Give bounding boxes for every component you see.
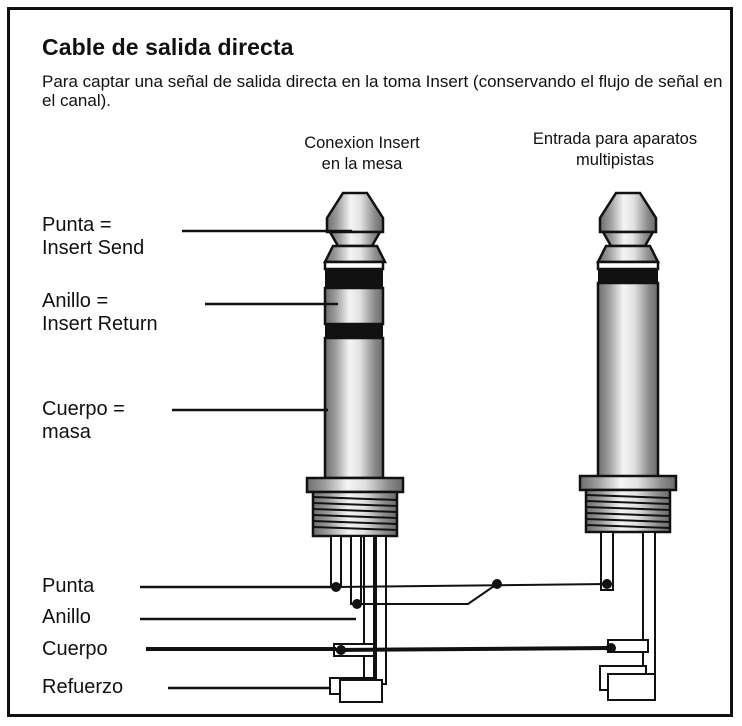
tip-label: Punta = Insert Send — [42, 214, 144, 260]
tip-label-line1: Punta = — [42, 214, 112, 236]
left-plug-sleeve — [323, 336, 385, 480]
left-plug-tip-neck — [327, 230, 383, 248]
wire-tip-to-tip — [335, 583, 608, 588]
right-ts-plug — [578, 191, 678, 701]
left-plug-insulator-2 — [325, 324, 383, 338]
right-plug-collar — [578, 474, 678, 492]
diagram-subtitle: Para captar una señal de salida directa … — [42, 72, 723, 110]
left-trs-plug — [305, 191, 405, 703]
sleeve-label: Cuerpo = masa — [42, 398, 125, 444]
solder-right-tip — [602, 579, 612, 589]
wiring — [335, 583, 612, 652]
solder-left-ring — [352, 599, 362, 609]
leader-lines — [140, 229, 356, 690]
wire-label-tip: Punta — [42, 575, 95, 597]
right-plug-heading: Entrada para aparatos multipistas — [505, 129, 725, 171]
solder-left-tip — [331, 582, 341, 592]
left-plug-insulator-1 — [323, 260, 385, 271]
left-plug-heading-line1: Conexion Insert — [304, 134, 420, 152]
right-plug-tip — [598, 191, 658, 234]
wire-ring-to-tip — [356, 583, 498, 605]
wire-label-sleeve: Cuerpo — [42, 638, 108, 660]
left-plug-ring — [323, 286, 385, 326]
ring-label: Anillo = Insert Return — [42, 290, 158, 336]
right-terminal-tip — [600, 531, 614, 591]
diagram-title: Cable de salida directa — [42, 34, 294, 60]
sleeve-label-line2: masa — [42, 421, 91, 443]
right-plug-sleeve — [596, 281, 660, 480]
solder-junction — [492, 579, 502, 589]
right-plug-insulator — [596, 260, 660, 271]
left-terminal-tip — [330, 535, 342, 587]
left-plug-tip — [325, 191, 385, 234]
left-plug-collar — [305, 476, 405, 494]
right-plug-heading-line1: Entrada para aparatos — [532, 130, 698, 148]
wire-label-ring: Anillo — [42, 606, 91, 628]
right-terminal-sleeve — [642, 531, 656, 683]
wire-label-strain: Refuerzo — [42, 676, 124, 698]
left-plug-heading: Conexion Insert en la mesa — [262, 133, 462, 175]
ring-label-line2: Insert Return — [42, 313, 158, 335]
sleeve-label-line1: Cuerpo = — [42, 398, 125, 420]
left-terminal-sleeve — [363, 535, 375, 685]
left-plug-heading-line2: en la mesa — [321, 155, 403, 173]
tip-label-line2: Insert Send — [42, 237, 145, 259]
right-plug-heading-line2: multipistas — [576, 151, 654, 169]
ring-label-line1: Anillo = — [42, 290, 109, 312]
solder-points — [331, 579, 616, 655]
wire-sleeve-to-sleeve — [335, 646, 612, 652]
left-terminal-ring — [350, 535, 362, 605]
solder-left-sleeve — [336, 645, 346, 655]
solder-right-sleeve — [606, 643, 616, 653]
